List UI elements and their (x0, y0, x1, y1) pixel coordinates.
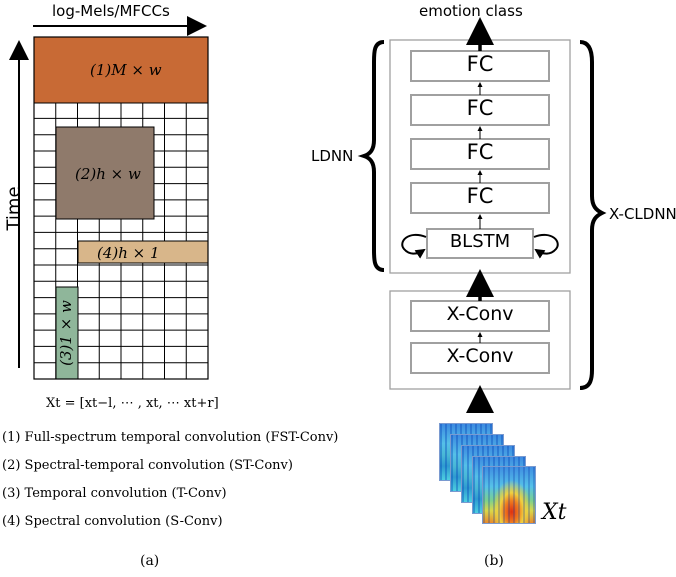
spectrogram-frame-front (482, 466, 536, 524)
panel-a-caption: (a) (140, 553, 160, 569)
blstm-right-loop-arrow (533, 233, 559, 259)
fc-label-1: FC (466, 52, 494, 76)
s-conv-label: (4)h × 1 (97, 244, 160, 262)
xconv-label-1: X-Conv (446, 303, 514, 325)
fc-label-4: FC (466, 184, 494, 208)
st-conv-label: (2)h × w (75, 165, 141, 183)
ldnn-brace (357, 40, 385, 272)
input-formula: Xt = [xt−l, ⋯ , xt, ⋯ xt+r] (46, 396, 219, 411)
xconv-box-2 (410, 342, 550, 374)
legend-item-fst-conv: (1) Full-spectrum temporal convolution (… (2, 430, 339, 445)
st-conv-filter (55, 126, 155, 220)
fc-label-2: FC (466, 96, 494, 120)
fst-conv-filter (33, 36, 209, 104)
blstm-label: BLSTM (449, 231, 511, 252)
frequency-axis-label: log-Mels/MFCCs (52, 2, 170, 20)
input-label: Xt (542, 500, 567, 525)
fc-label-3: FC (466, 140, 494, 164)
xconv-label-2: X-Conv (446, 345, 514, 367)
legend-item-st-conv: (2) Spectral-temporal convolution (ST-Co… (2, 458, 293, 473)
cldnn-label: X-CLDNN (609, 205, 676, 223)
blstm-left-loop-arrow (401, 233, 427, 259)
ldnn-label: LDNN (311, 147, 354, 165)
fc-box-4 (410, 182, 550, 214)
fst-conv-label: (1)M × w (90, 61, 162, 79)
panel-b-caption: (b) (484, 553, 504, 569)
cldnn-brace (579, 40, 607, 390)
blstm-box (426, 228, 534, 259)
output-label: emotion class (419, 2, 523, 20)
legend-item-t-conv: (3) Temporal convolution (T-Conv) (2, 486, 227, 501)
legend-item-s-conv: (4) Spectral convolution (S-Conv) (2, 514, 223, 529)
